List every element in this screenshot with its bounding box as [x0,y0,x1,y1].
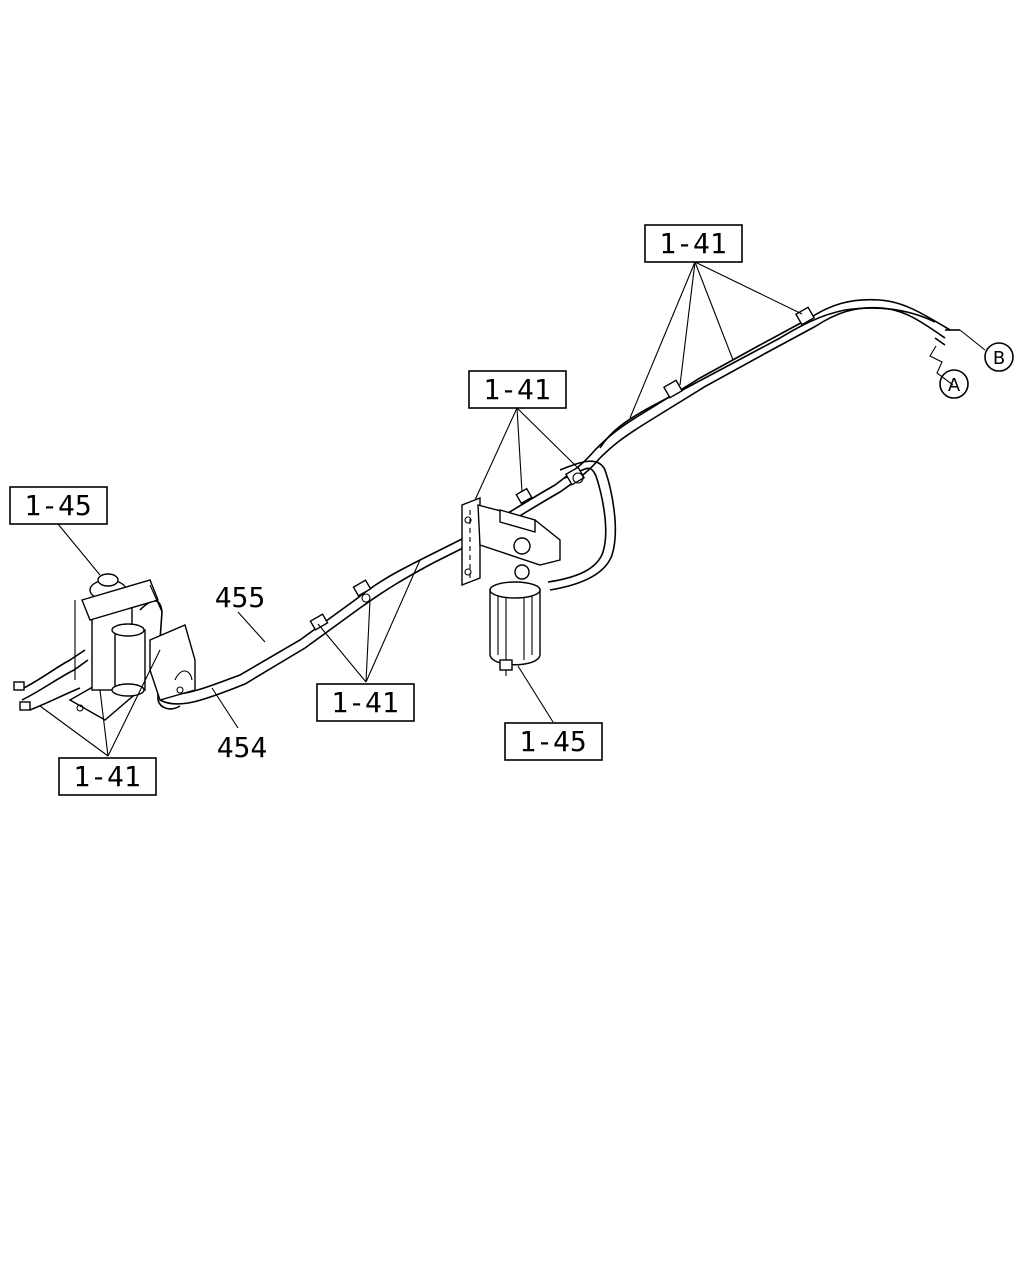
callout-1-41-left-bottom: 1-41 [58,757,157,796]
callout-label: 1-41 [659,227,726,260]
part-number-454: 454 [217,731,268,764]
callout-1-45-filter-bottom: 1-45 [504,722,603,761]
connector-a-label: A [948,375,961,396]
callout-1-45-left-top: 1-45 [9,486,108,525]
callout-label: 1-41 [73,760,140,793]
connector-b: B [984,342,1014,372]
priming-pump-assembly [13,573,196,721]
connector-a: A [939,369,969,399]
callout-label: 1-45 [24,489,91,522]
connector-b-label: B [993,348,1005,369]
part-number-455: 455 [215,581,266,614]
callout-1-41-top-right: 1-41 [644,224,743,263]
fuel-filter-assembly [461,496,561,676]
callout-label: 1-41 [483,373,550,406]
leader-lines [39,261,986,757]
callout-1-41-center-bottom: 1-41 [316,683,415,722]
callout-1-41-center-top: 1-41 [468,370,567,409]
callout-label: 1-45 [519,725,586,758]
pipe-clamps [309,306,816,631]
callout-label: 1-41 [331,686,398,719]
